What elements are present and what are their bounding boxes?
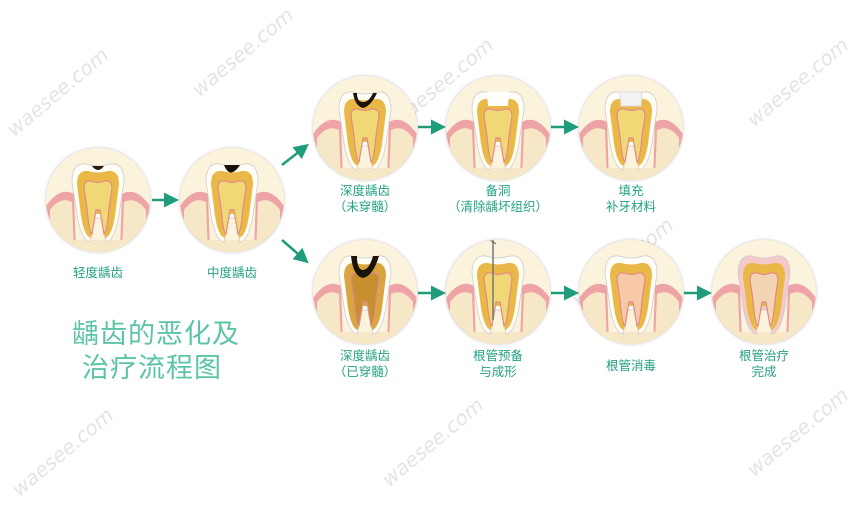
stage-label: 填充补牙材料 xyxy=(561,183,701,215)
title-line-1: 龋齿的恶化及 xyxy=(72,319,240,350)
stage-mild xyxy=(46,148,150,252)
stage-label-line: 填充 xyxy=(618,183,644,198)
stage-deep-unpierced xyxy=(313,76,417,180)
stage-root-canal-complete xyxy=(712,240,816,344)
stage-label: 中度龋齿 xyxy=(162,265,302,281)
tooth-root-canal-file-icon xyxy=(446,240,550,344)
stage-label-line: 根管预备 xyxy=(472,348,523,363)
stage-label-line: 与成形 xyxy=(479,364,517,379)
stage-label: 根管预备与成形 xyxy=(428,348,568,380)
stage-root-canal-disinfect xyxy=(579,240,683,344)
tooth-prepared-cavity-icon xyxy=(446,76,550,180)
arrow xyxy=(281,239,309,264)
stage-label-line: 根管治疗 xyxy=(738,348,789,363)
stage-label-line: 备洞 xyxy=(485,183,511,198)
stage-label: 备洞（清除龋坏组织） xyxy=(428,183,568,215)
tooth-pulp-exposed-icon xyxy=(313,240,417,344)
tooth-disinfect-icon xyxy=(579,240,683,344)
stage-label: 轻度龋齿 xyxy=(28,265,168,281)
tooth-moderate-cavity-icon xyxy=(180,148,284,252)
stage-label-line: （未穿髓） xyxy=(333,199,397,214)
arrow xyxy=(281,143,309,166)
stage-label-line: 深度龋齿 xyxy=(339,348,390,363)
stage-prepare-cavity xyxy=(446,76,550,180)
stage-deep-pierced xyxy=(313,240,417,344)
stage-label: 根管消毒 xyxy=(561,358,701,374)
stage-label-line: 中度龋齿 xyxy=(206,265,257,280)
stage-label-line: （清除龋坏组织） xyxy=(447,199,548,214)
stage-label: 深度龋齿（已穿髓） xyxy=(295,348,435,380)
tooth-filled-icon xyxy=(579,76,683,180)
stage-label: 深度龋齿（未穿髓） xyxy=(295,183,435,215)
stage-label-line: 完成 xyxy=(751,364,777,379)
stage-label-line: 深度龋齿 xyxy=(339,183,390,198)
stage-moderate xyxy=(180,148,284,252)
stage-root-canal-prep xyxy=(446,240,550,344)
tooth-deep-cavity-icon xyxy=(313,76,417,180)
stage-label: 根管治疗完成 xyxy=(694,348,834,380)
stage-label-line: （已穿髓） xyxy=(333,364,397,379)
title-line-2: 治疗流程图 xyxy=(82,353,222,384)
tooth-treated-icon xyxy=(712,240,816,344)
stage-label-line: 轻度龋齿 xyxy=(72,265,123,280)
stage-filling xyxy=(579,76,683,180)
diagram-title: 龋齿的恶化及 治疗流程图 xyxy=(72,318,240,386)
tooth-mild-cavity-icon xyxy=(46,148,150,252)
stage-label-line: 补牙材料 xyxy=(605,199,656,214)
stage-label-line: 根管消毒 xyxy=(605,358,656,373)
